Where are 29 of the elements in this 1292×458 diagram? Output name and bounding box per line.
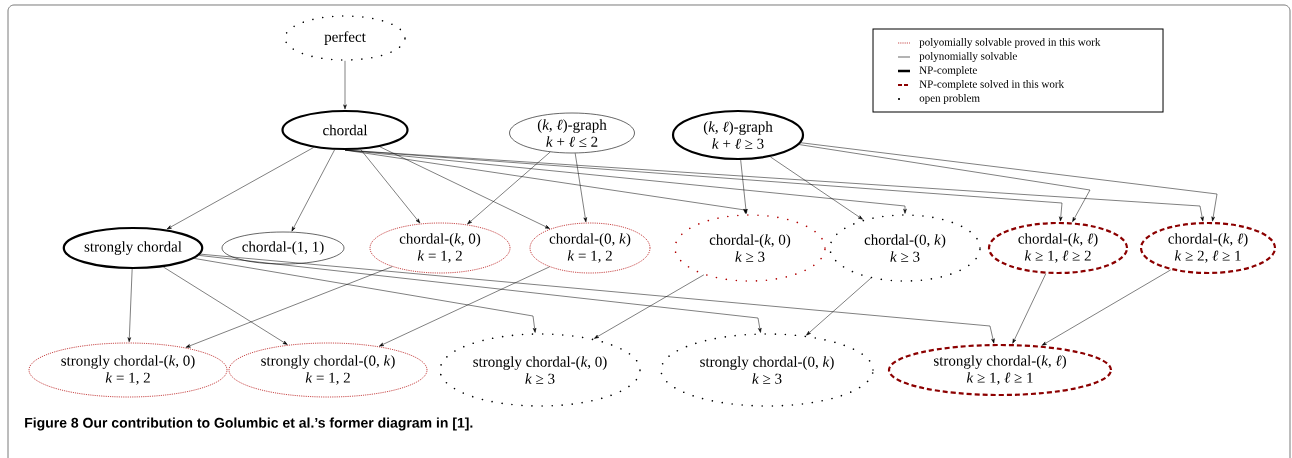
arrow bbox=[127, 268, 133, 343]
legend-text: NP-complete bbox=[919, 66, 977, 76]
arrow bbox=[193, 258, 537, 333]
arrow bbox=[1012, 273, 1047, 344]
legend-text: polynomially solvable bbox=[919, 52, 1017, 62]
arrow bbox=[379, 146, 550, 229]
arrow bbox=[343, 60, 347, 110]
arrow bbox=[770, 156, 863, 220]
arrow bbox=[198, 255, 762, 333]
arrow bbox=[806, 277, 872, 336]
arrow bbox=[163, 266, 288, 345]
arrow bbox=[166, 147, 314, 230]
arrow bbox=[800, 142, 1218, 222]
arrow bbox=[594, 274, 705, 339]
arrow bbox=[740, 159, 748, 214]
caption: Figure 8 Our contribution to Golumbic et al.’s former diagram in [1]. bbox=[25, 417, 473, 431]
legend-text: NP-complete solved in this work bbox=[919, 80, 1065, 90]
legend-text: open problem bbox=[919, 94, 980, 104]
arrow bbox=[291, 149, 335, 232]
arrow bbox=[467, 151, 551, 225]
arrow bbox=[379, 266, 550, 347]
arrow bbox=[185, 266, 393, 348]
arrow bbox=[798, 144, 1091, 222]
legend-text: polyomially solvable proved in this work bbox=[919, 38, 1101, 48]
arrow bbox=[1041, 269, 1171, 346]
arrow bbox=[344, 149, 1204, 222]
arrow bbox=[200, 253, 995, 344]
arrow bbox=[360, 149, 421, 224]
arrow bbox=[574, 153, 587, 223]
